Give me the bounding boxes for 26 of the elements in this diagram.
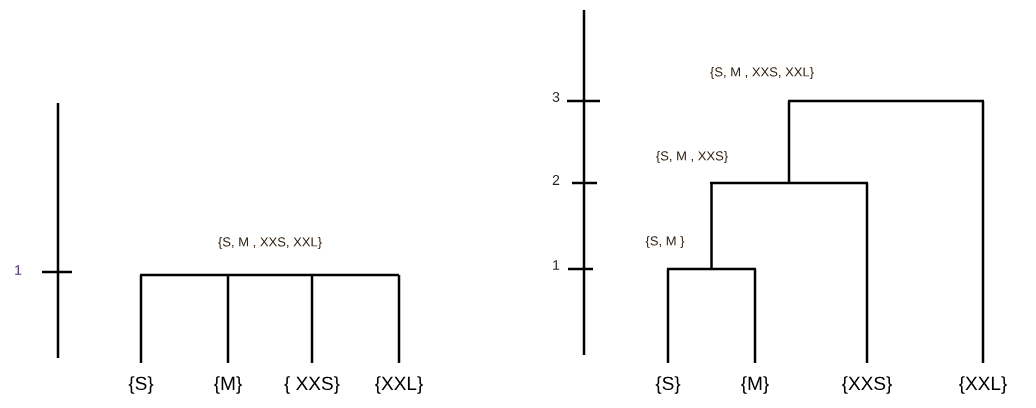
cluster-label: {S, M , XXS, XXL} <box>710 66 814 80</box>
leaf-label: {XXL} <box>959 376 1007 394</box>
leaf-label: {XXL} <box>375 376 423 394</box>
dendrogram-line <box>981 101 985 363</box>
dendrogram-line <box>710 183 713 269</box>
leaf-label: {M} <box>214 376 242 394</box>
dendrogram-line <box>226 275 230 363</box>
dendrogram-line <box>787 101 791 183</box>
tick-label: 1 <box>15 265 22 275</box>
dendrogram-line <box>666 269 670 363</box>
tick-label: 1 <box>553 260 560 270</box>
cluster-label: {S, M } <box>645 235 685 249</box>
dendrogram-line <box>753 269 757 363</box>
leaf-label: {M} <box>741 376 769 394</box>
cluster-label: {S, M , XXS, XXL} <box>218 236 322 250</box>
cluster-label: {S, M , XXS} <box>656 150 728 164</box>
tick-label: 2 <box>552 175 560 185</box>
leaf-label: {S} <box>655 376 681 394</box>
dendrogram-line <box>397 275 401 363</box>
leaf-label: {XXS} <box>841 376 892 394</box>
leaf-label: {S} <box>128 376 154 394</box>
leaf-label: { XXS} <box>284 376 340 394</box>
dendrogram-line <box>310 275 314 363</box>
dendrogram-line <box>865 183 869 363</box>
tick-label: 3 <box>552 92 560 102</box>
dendrogram-line <box>139 275 143 363</box>
